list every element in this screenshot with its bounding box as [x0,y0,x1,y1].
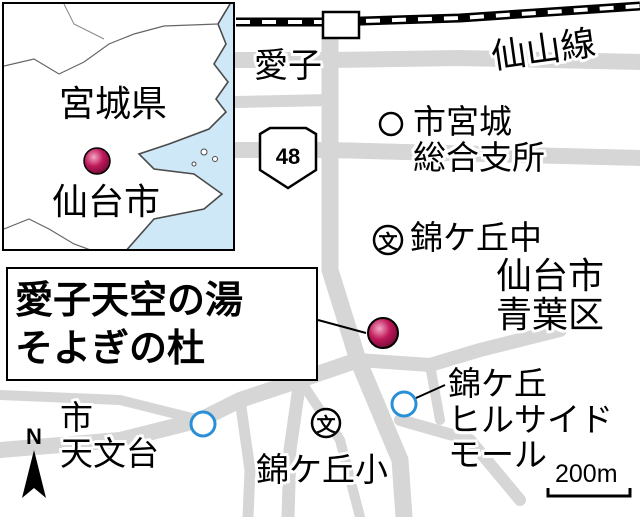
svg-text:文: 文 [378,230,398,253]
hot-spring-callout: 愛子天空の湯 そよぎの杜 [6,267,318,381]
ward-label: 仙台市 青葉区 [496,256,605,336]
callout-line-1: 愛子天空の湯 [15,278,244,322]
svg-text:文: 文 [316,413,336,436]
inset-map: 宮城県 仙台市 [2,2,235,251]
observatory-marker [189,410,217,438]
station-icon [321,10,361,40]
school-sho-icon: 文 [310,407,342,439]
observatory-label: 市 天文台 [60,398,159,473]
school-chu-label: 錦ケ丘中 [410,218,542,257]
inset-city-marker [83,147,111,175]
school-sho-label: 錦ケ丘小 [256,450,388,489]
route-number: 48 [276,144,300,169]
branch-office-label: 市宮城 総合支所 [413,102,545,177]
mall-leader-line [415,384,446,399]
district-label: 愛子 [254,46,322,86]
school-chu-icon: 文 [372,224,404,256]
hot-spring-marker [367,317,399,349]
railway-line [236,1,640,27]
branch-office-marker [378,111,404,137]
north-arrow: N [22,424,46,498]
scale-label: 200m [555,460,618,488]
callout-line-2: そよぎの杜 [15,326,206,370]
scale-bar [546,488,632,498]
inset-city-label: 仙台市 [52,182,161,223]
inset-prefecture-label: 宮城県 [59,84,168,125]
north-label: N [26,424,42,449]
callout-leader-line [317,319,367,334]
route-48-shield: 48 [258,126,318,190]
mall-marker [390,390,418,418]
mall-label: 錦ケ丘 ヒルサイド モール [448,364,613,475]
